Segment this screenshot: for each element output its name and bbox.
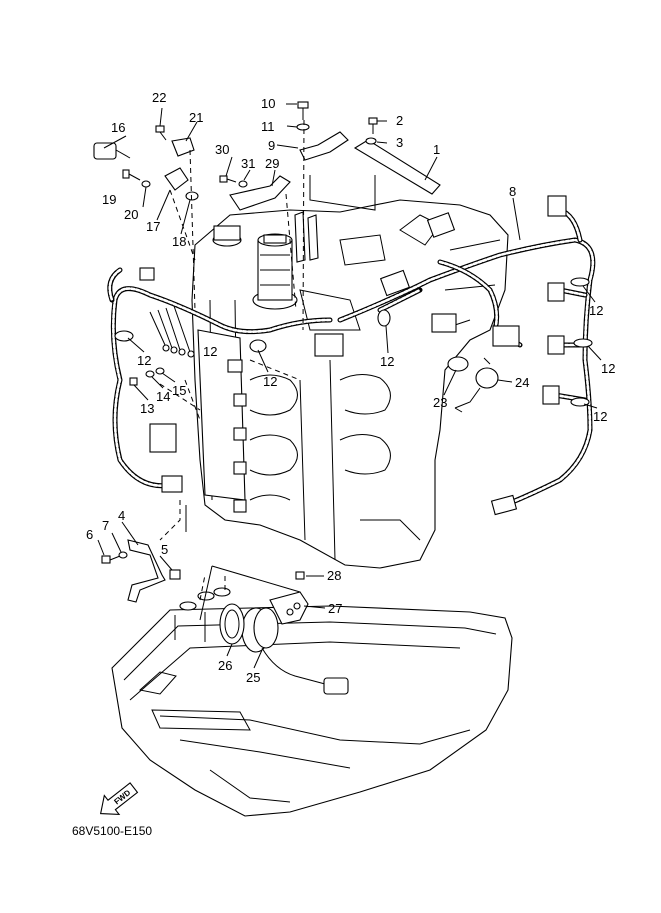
callout-18: 18 <box>172 234 186 249</box>
callout-10: 10 <box>261 96 275 111</box>
callout-5: 5 <box>161 542 168 557</box>
callout-12-f: 12 <box>137 353 151 368</box>
callout-12-g: 12 <box>203 344 217 359</box>
callout-26: 26 <box>218 658 232 673</box>
callout-19: 19 <box>102 192 116 207</box>
callout-12-d: 12 <box>380 354 394 369</box>
callout-6: 6 <box>86 527 93 542</box>
callout-12-b: 12 <box>601 361 615 376</box>
callout-8: 8 <box>509 184 516 199</box>
callout-16: 16 <box>111 120 125 135</box>
small-parts <box>93 101 499 695</box>
callout-12-e: 12 <box>263 374 277 389</box>
callout-21: 21 <box>189 110 203 125</box>
callout-4: 4 <box>118 508 125 523</box>
callout-3: 3 <box>396 135 403 150</box>
callout-23: 23 <box>433 395 447 410</box>
callout-12-a: 12 <box>589 303 603 318</box>
engine-block <box>191 199 509 569</box>
callout-15: 15 <box>172 383 186 398</box>
callout-20: 20 <box>124 207 138 222</box>
bottom-cowling <box>111 587 513 817</box>
callout-28: 28 <box>327 568 341 583</box>
callout-7: 7 <box>102 518 109 533</box>
callout-13: 13 <box>140 401 154 416</box>
callout-22: 22 <box>152 90 166 105</box>
callout-29: 29 <box>265 156 279 171</box>
callout-17: 17 <box>146 219 160 234</box>
callout-31: 31 <box>241 156 255 171</box>
callouts: 1 2 3 4 5 6 7 8 9 10 11 12 12 12 12 12 1… <box>86 90 615 685</box>
callout-11: 11 <box>261 119 275 134</box>
callout-25: 25 <box>246 670 260 685</box>
callout-2: 2 <box>396 113 403 128</box>
callout-27: 27 <box>328 601 342 616</box>
wiring-harness <box>107 195 596 516</box>
callout-24: 24 <box>515 375 529 390</box>
callout-leaders <box>97 103 602 669</box>
callout-14: 14 <box>156 389 170 404</box>
diagram-code: 68V5100-E150 <box>72 824 153 838</box>
callout-1: 1 <box>433 142 440 157</box>
callout-9: 9 <box>268 138 275 153</box>
leader-lines <box>159 119 376 621</box>
callout-12-c: 12 <box>593 409 607 424</box>
callout-30: 30 <box>215 142 229 157</box>
fwd-arrow-icon: FWD <box>99 782 139 815</box>
